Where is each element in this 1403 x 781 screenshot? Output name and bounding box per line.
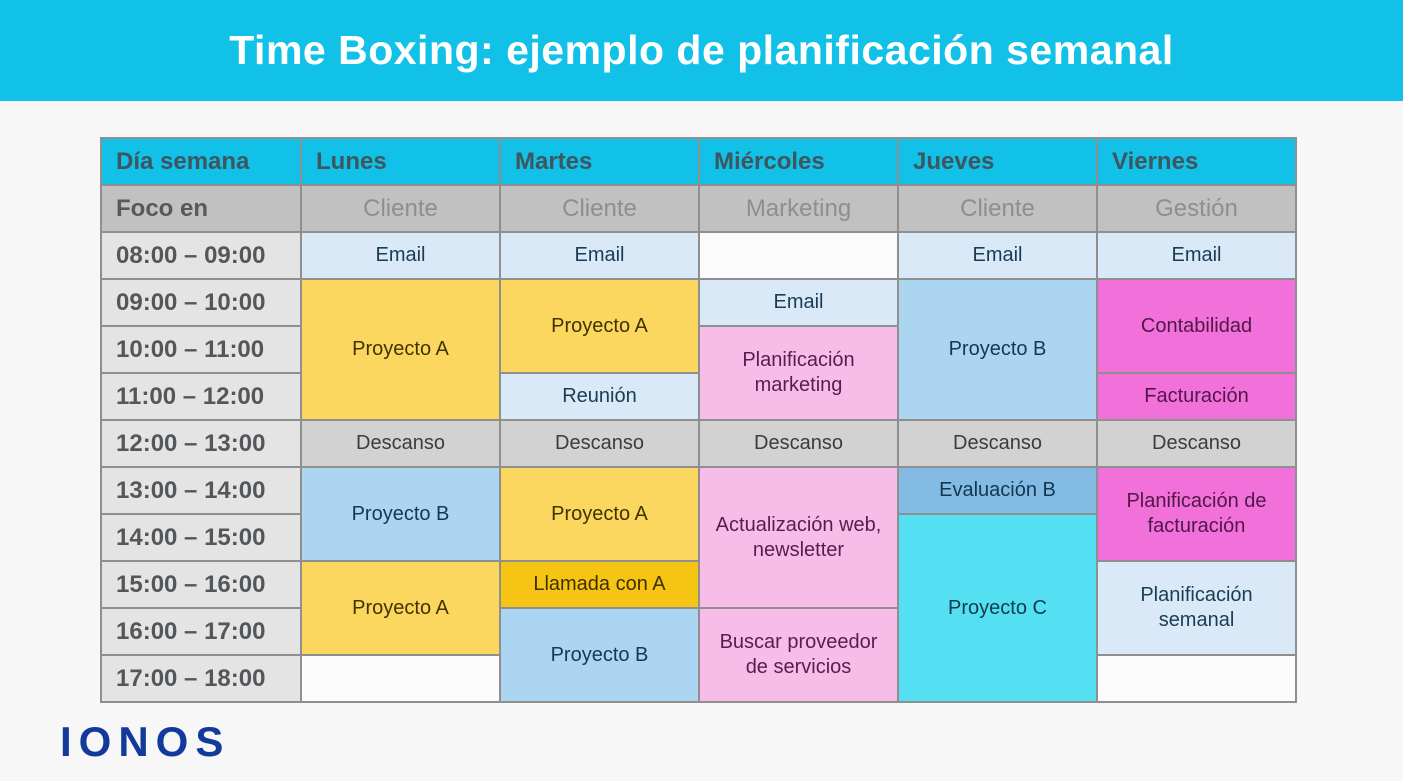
focus-jueves: Cliente	[897, 184, 1098, 233]
cell-martes-descanso: Descanso	[499, 419, 700, 468]
timeboxing-table: Día semana Lunes Martes Miércoles Jueves…	[100, 137, 1297, 703]
cell-viernes-descanso: Descanso	[1096, 419, 1297, 468]
row-1600: 16:00 – 17:00 Proyecto B Buscar proveedo…	[100, 607, 1296, 703]
time-slot-1100: 11:00 – 12:00	[100, 372, 302, 421]
col-header-jueves: Jueves	[897, 137, 1098, 186]
cell-lunes-email: Email	[300, 231, 501, 280]
time-slot-1700: 17:00 – 18:00	[100, 654, 302, 703]
title-banner: Time Boxing: ejemplo de planificación se…	[0, 0, 1403, 101]
cell-jueves-evaluacion-b: Evaluación B	[897, 466, 1098, 515]
row-1000: 10:00 – 11:00 Planificación marketing	[100, 325, 1296, 421]
cell-lunes-proyecto-a-tarde: Proyecto A	[300, 560, 501, 656]
time-slot-0800: 08:00 – 09:00	[100, 231, 302, 280]
col-header-dia-semana: Día semana	[100, 137, 302, 186]
header-row: Día semana Lunes Martes Miércoles Jueves…	[100, 137, 1297, 186]
ionos-logo: IONOS	[60, 718, 231, 765]
cell-jueves-proyecto-b: Proyecto B	[897, 278, 1098, 421]
cell-martes-email: Email	[499, 231, 700, 280]
col-header-viernes: Viernes	[1096, 137, 1297, 186]
cell-martes-proyecto-b: Proyecto B	[499, 607, 700, 703]
row-1200: 12:00 – 13:00 Descanso Descanso Descanso…	[100, 419, 1297, 468]
time-slot-1400: 14:00 – 15:00	[100, 513, 302, 562]
row-1300: 13:00 – 14:00 Proyecto B Proyecto A Actu…	[100, 466, 1297, 609]
cell-jueves-email: Email	[897, 231, 1098, 280]
cell-lunes-1700-empty	[300, 654, 501, 703]
time-slot-1300: 13:00 – 14:00	[100, 466, 302, 515]
time-slot-1200: 12:00 – 13:00	[100, 419, 302, 468]
cell-martes-llamada-con-a: Llamada con A	[499, 560, 700, 609]
col-header-miercoles: Miércoles	[698, 137, 899, 186]
cell-lunes-descanso: Descanso	[300, 419, 501, 468]
focus-viernes: Gestión	[1096, 184, 1297, 233]
cell-lunes-proyecto-a-manana: Proyecto A	[300, 278, 501, 421]
focus-row: Foco en Cliente Cliente Marketing Client…	[100, 184, 1297, 233]
col-header-martes: Martes	[499, 137, 700, 186]
cell-martes-proyecto-a-manana: Proyecto A	[499, 278, 700, 374]
cell-viernes-facturacion: Facturación	[1096, 372, 1297, 421]
cell-miercoles-descanso: Descanso	[698, 419, 899, 468]
cell-miercoles-actualizacion-web: Actualización web, newsletter	[698, 466, 899, 609]
cell-lunes-proyecto-b: Proyecto B	[300, 466, 501, 562]
row-1700: 17:00 – 18:00	[100, 654, 1297, 703]
focus-miercoles: Marketing	[698, 184, 899, 233]
row-1500: 15:00 – 16:00 Proyecto A Llamada con A P…	[100, 560, 1297, 656]
cell-miercoles-buscar-proveedor: Buscar proveedor de servicios	[698, 607, 899, 703]
row-1100: 11:00 – 12:00 Reunión Facturación	[100, 372, 1297, 421]
row-0800: 08:00 – 09:00 Email Email Email Email	[100, 231, 1297, 280]
cell-viernes-planificacion-facturacion: Planificación de facturación	[1096, 466, 1297, 562]
time-slot-0900: 09:00 – 10:00	[100, 278, 302, 327]
col-header-lunes: Lunes	[300, 137, 501, 186]
time-slot-1000: 10:00 – 11:00	[100, 325, 302, 374]
focus-lunes: Cliente	[300, 184, 501, 233]
cell-viernes-email: Email	[1096, 231, 1297, 280]
cell-miercoles-email: Email	[698, 278, 899, 327]
cell-jueves-descanso: Descanso	[897, 419, 1098, 468]
time-slot-1600: 16:00 – 17:00	[100, 607, 302, 656]
time-slot-1500: 15:00 – 16:00	[100, 560, 302, 609]
cell-martes-proyecto-a-tarde: Proyecto A	[499, 466, 700, 562]
cell-viernes-planificacion-semanal: Planificación semanal	[1096, 560, 1297, 656]
focus-martes: Cliente	[499, 184, 700, 233]
cell-viernes-contabilidad: Contabilidad	[1096, 278, 1297, 374]
cell-martes-reunion: Reunión	[499, 372, 700, 421]
cell-jueves-proyecto-c: Proyecto C	[897, 513, 1098, 703]
cell-miercoles-planificacion-marketing: Planificación marketing	[698, 325, 899, 421]
cell-viernes-1700-empty	[1096, 654, 1297, 703]
page-title: Time Boxing: ejemplo de planificación se…	[229, 27, 1174, 73]
row-0900: 09:00 – 10:00 Proyecto A Proyecto A Emai…	[100, 278, 1297, 421]
cell-miercoles-0800-empty	[698, 231, 899, 280]
focus-row-label: Foco en	[100, 184, 302, 233]
row-1400: 14:00 – 15:00 Proyecto C	[100, 513, 1296, 703]
